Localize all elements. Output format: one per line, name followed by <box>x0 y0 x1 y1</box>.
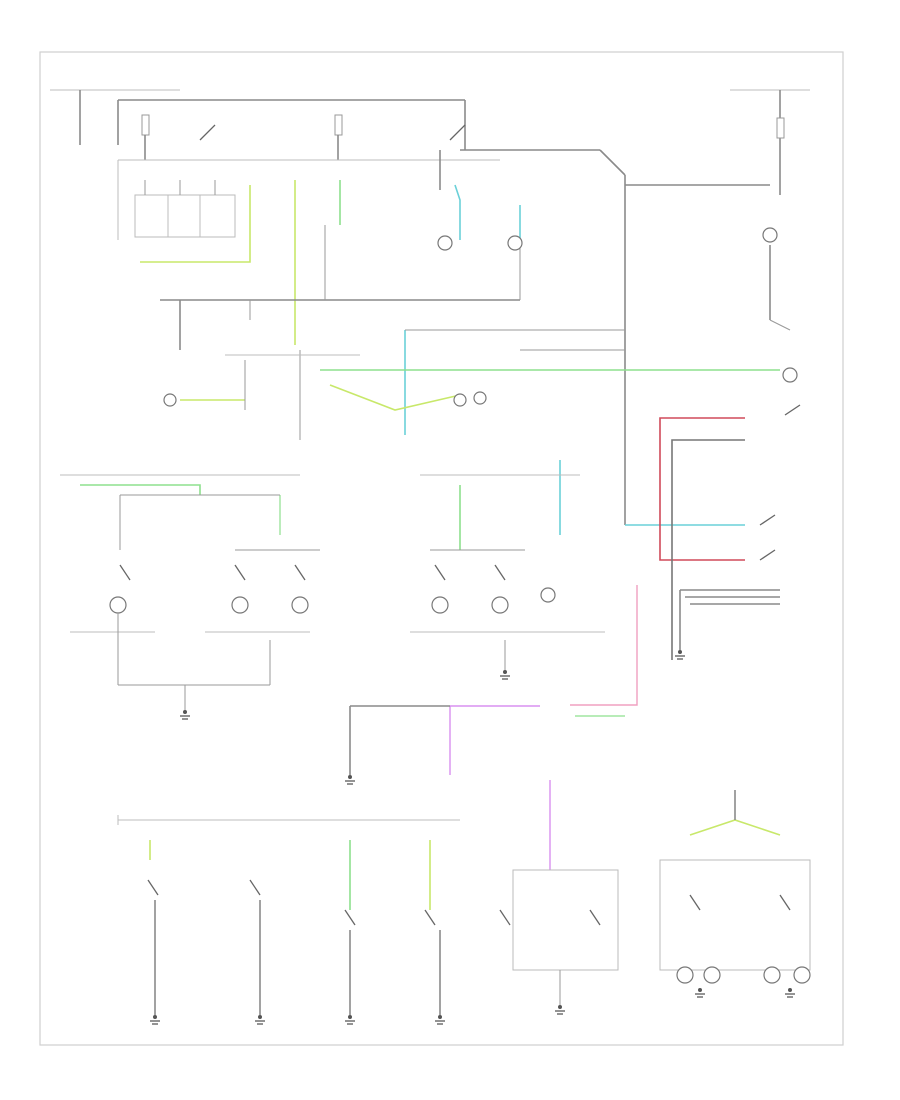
ground-symbols <box>150 650 795 1025</box>
fuse-3 <box>776 117 785 139</box>
ground-g8 <box>435 1015 445 1025</box>
fuse-2 <box>334 114 343 136</box>
ground-g4 <box>345 775 355 785</box>
liftgate-module-box <box>512 869 619 971</box>
ignition-lamp-bulb <box>507 235 523 251</box>
top-power-bus <box>50 89 810 150</box>
right-visor-bulb-2 <box>793 966 811 984</box>
ground-g7 <box>345 1015 355 1025</box>
overhead-right-bulb <box>491 596 509 614</box>
mid-wiring <box>60 225 625 551</box>
ground-g5 <box>150 1015 160 1025</box>
ground-g9 <box>555 1005 565 1015</box>
right-map-lamp-bulb <box>291 596 309 614</box>
illuminated-entry-bulb <box>453 393 467 407</box>
control-modules <box>134 180 236 238</box>
diagram-border <box>39 51 844 1046</box>
ground-g6 <box>255 1015 265 1025</box>
glove-box-lamp-bulb <box>437 235 453 251</box>
lh-courtesy-bulb <box>163 393 177 407</box>
bottom-section <box>117 705 811 1015</box>
left-courtesy-section <box>70 227 798 710</box>
left-visor-bulb-2 <box>703 966 721 984</box>
red-pink-wires <box>449 417 745 870</box>
overhead-left-bulb <box>431 596 449 614</box>
ground-g3 <box>675 650 685 660</box>
colored-wires-top <box>80 180 780 550</box>
bottom-right-module-box <box>659 859 811 971</box>
right-side-switches <box>679 245 801 650</box>
fuse-panel <box>117 114 785 525</box>
left-dome-lamp-bulb <box>109 596 127 614</box>
right-visor-bulb-1 <box>763 966 781 984</box>
left-visor-bulb-1 <box>676 966 694 984</box>
ground-g10 <box>695 988 705 998</box>
luggage-lamp-bulb <box>762 227 778 243</box>
left-map-lamp-bulb <box>231 596 249 614</box>
ground-g11 <box>785 988 795 998</box>
fuse-1 <box>141 114 150 136</box>
keyless-lamp-bulb <box>782 367 798 383</box>
rh-courtesy-bulb <box>473 391 487 405</box>
ground-g1 <box>180 710 190 720</box>
ground-g2 <box>500 670 510 680</box>
cargo-lamp-bulb <box>540 587 556 603</box>
